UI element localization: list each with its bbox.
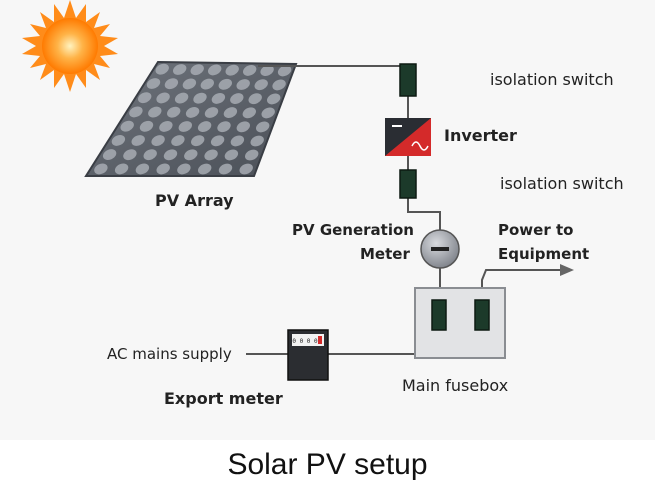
solar-cell <box>193 92 207 104</box>
solar-cell <box>151 135 165 147</box>
solar-cell <box>164 78 179 90</box>
solar-cell <box>102 149 117 161</box>
solar-cells <box>94 63 292 175</box>
isolation-switch-top-label: isolation switch <box>490 70 614 89</box>
solar-cell <box>254 79 268 91</box>
export-meter-display: 0 0 0 0 <box>292 338 318 345</box>
power-arrow-icon <box>560 264 574 276</box>
solar-cell <box>225 64 239 76</box>
solar-cell <box>236 79 250 90</box>
solar-cell <box>224 149 239 161</box>
solar-cell <box>167 106 181 118</box>
solar-cell <box>239 163 253 175</box>
export-meter-icon: 0 0 0 0 <box>287 329 329 381</box>
solar-cell <box>138 92 152 104</box>
pv-generation-meter-label-line1: PV Generation <box>292 221 414 239</box>
solar-cell <box>242 107 256 119</box>
solar-cell <box>177 163 191 175</box>
solar-cell <box>139 120 154 132</box>
solar-cell <box>146 78 161 89</box>
solar-cell <box>198 163 212 175</box>
solar-cell <box>111 134 126 146</box>
solar-cell <box>156 163 170 175</box>
pv-generation-meter-icon <box>420 229 460 269</box>
solar-cell <box>173 64 187 75</box>
export-meter-label: Export meter <box>164 389 283 408</box>
power-to-equipment-label-line2: Equipment <box>498 245 590 263</box>
solar-cell <box>197 121 212 133</box>
solar-cell <box>94 163 108 175</box>
solar-cell <box>208 64 222 76</box>
solar-cell <box>204 149 218 161</box>
main-fusebox-label: Main fusebox <box>402 376 509 395</box>
solar-cell <box>211 92 226 104</box>
solar-pv-diagram: 0 0 0 0 PV Array isolation switch Invert… <box>22 0 624 408</box>
pv-array-label: PV Array <box>155 191 234 210</box>
solar-cell <box>155 63 169 75</box>
solar-cell <box>148 106 162 118</box>
solar-cell <box>163 149 178 161</box>
solar-cell <box>223 107 238 119</box>
solar-cell <box>171 135 185 147</box>
isolation-switch-bottom <box>399 169 417 199</box>
pv-array-panel <box>84 60 298 177</box>
solar-cell <box>218 163 233 175</box>
solar-cell <box>261 107 275 119</box>
diagram-caption: Solar PV setup <box>227 448 428 481</box>
solar-cell <box>243 64 257 76</box>
solar-cell <box>129 106 143 118</box>
solar-cell <box>267 93 281 105</box>
diagram-graphics: 0 0 0 0 <box>22 0 574 381</box>
isolation-switch-bottom-label: isolation switch <box>500 174 624 193</box>
solar-cell <box>260 65 274 77</box>
solar-cell <box>143 149 157 161</box>
sun-icon <box>22 0 118 92</box>
solar-cell <box>250 135 264 147</box>
solar-cell <box>200 78 214 90</box>
solar-cell <box>135 163 150 175</box>
solar-cell <box>230 93 244 105</box>
solar-cell <box>120 120 134 132</box>
isolation-switch-top <box>399 63 417 97</box>
inverter-icon <box>385 118 431 156</box>
power-to-equipment-label-line1: Power to <box>498 221 574 239</box>
solar-cell <box>272 79 286 91</box>
pv-generation-meter-label-line2: Meter <box>360 245 410 263</box>
solar-cell <box>236 121 250 133</box>
inverter-label: Inverter <box>444 126 517 145</box>
solar-cell <box>204 107 219 118</box>
ac-mains-supply-label: AC mains supply <box>107 345 232 363</box>
solar-cell <box>178 121 192 132</box>
solar-cell <box>248 93 262 105</box>
solar-cell <box>256 121 270 133</box>
solar-cell <box>174 92 189 104</box>
main-fusebox-icon <box>414 287 506 359</box>
solar-cell <box>156 92 170 104</box>
solar-cell <box>190 64 204 76</box>
solar-cell <box>184 149 198 161</box>
solar-cell <box>218 78 232 90</box>
solar-cell <box>182 78 197 90</box>
solar-cell <box>217 121 231 133</box>
solar-cell <box>191 135 205 147</box>
solar-cell <box>277 65 292 77</box>
solar-cell <box>210 135 225 147</box>
solar-cell <box>230 135 245 147</box>
solar-cell <box>245 149 259 161</box>
solar-cell <box>114 163 129 175</box>
solar-cell <box>131 135 145 146</box>
solar-cell <box>123 149 137 161</box>
wiring <box>246 65 562 355</box>
solar-cell <box>185 106 200 118</box>
solar-cell <box>159 120 173 132</box>
